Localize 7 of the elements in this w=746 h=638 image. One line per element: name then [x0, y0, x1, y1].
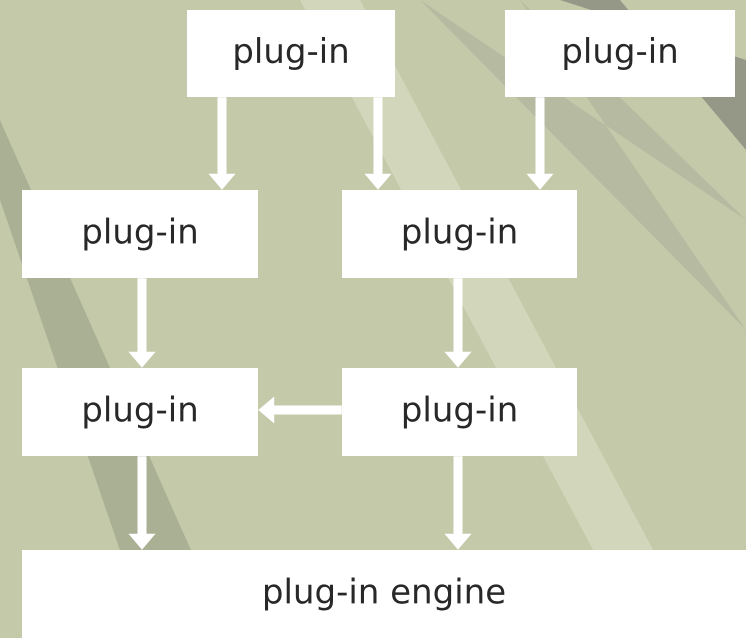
process-box: plug-in [505, 10, 735, 97]
process-box: plug-in engine [22, 550, 746, 638]
process-box: plug-in [22, 368, 258, 456]
process-box: plug-in [187, 10, 395, 97]
process-box: plug-in [342, 368, 577, 456]
process-box: plug-in [342, 190, 577, 278]
process-box: plug-in [22, 190, 258, 278]
